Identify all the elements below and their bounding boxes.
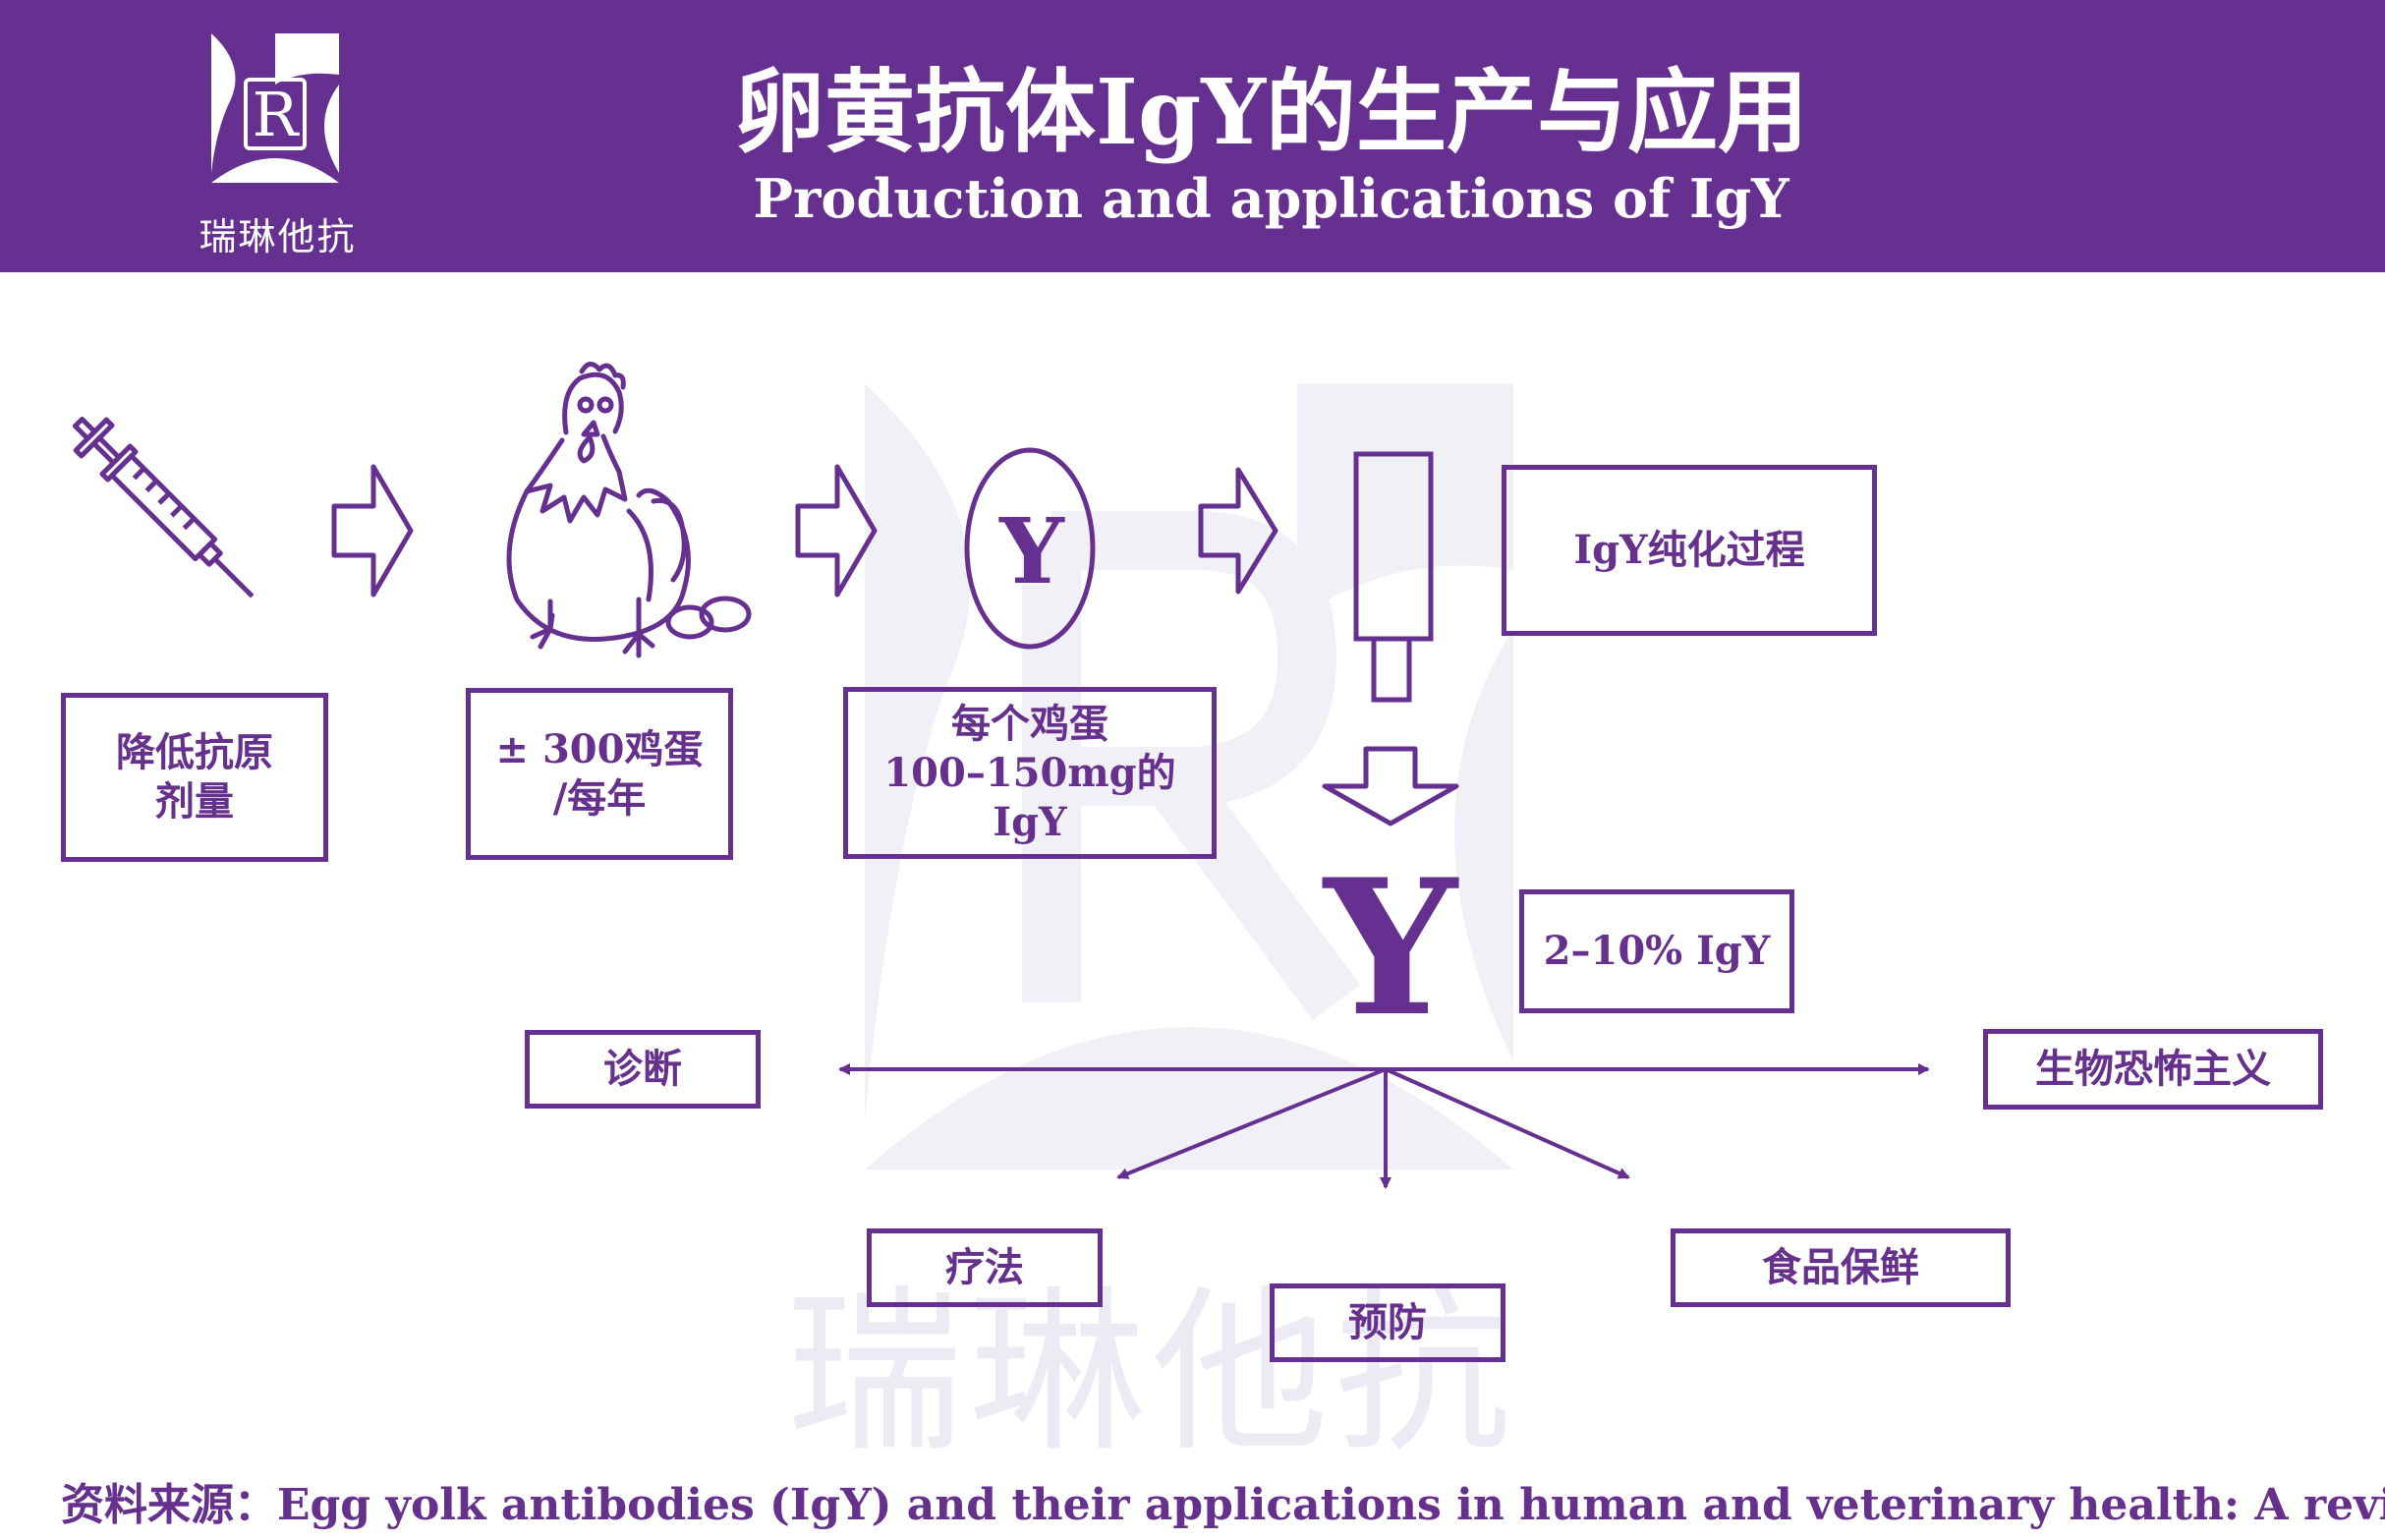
therapy-box: 疗法 [867,1228,1103,1307]
bioterrorism-box: 生物恐怖主义 [1983,1029,2323,1110]
application-lines [838,1063,1930,1189]
hen-icon [506,362,752,658]
egg-igy-symbol: Y [999,498,1064,604]
logo-letter: R [253,79,301,150]
food-preservation-box: 食品保鲜 [1671,1228,2011,1307]
igy-symbol: Y [1324,838,1457,1057]
diagnosis-box: 诊断 [525,1030,761,1109]
syringe-icon [72,416,255,599]
arrow-right-icon [331,464,414,598]
igy-per-egg-box: 每个鸡蛋 100–150mg的IgY [843,687,1217,859]
egg-icon [964,447,1096,650]
antigen-dose-box: 降低抗原 剂量 [61,693,328,862]
arrow-right-icon [1198,467,1278,595]
yield-box: 2–10% IgY [1519,889,1794,1013]
purification-box: IgY纯化过程 [1502,465,1877,636]
column-icon [1353,451,1434,703]
source-citation: 资料来源：Egg yolk antibodies (IgY) and their… [61,1480,2385,1530]
arrow-right-icon [795,464,878,598]
arrow-down-icon [1322,746,1459,827]
header-banner: R 瑞琳他抗 卵黄抗体IgY的生产与应用 Production and appl… [0,0,2385,272]
logo-text: 瑞琳他抗 [199,215,357,258]
prevention-box: 预防 [1270,1283,1505,1362]
eggs-per-year-box: ± 300鸡蛋 /每年 [466,688,733,860]
watermark-logo-icon [865,383,1513,1169]
page-subtitle: Production and applications of IgY [753,167,1789,230]
logo-icon: R [211,33,339,183]
page-title: 卵黄抗体IgY的生产与应用 [733,59,1809,165]
